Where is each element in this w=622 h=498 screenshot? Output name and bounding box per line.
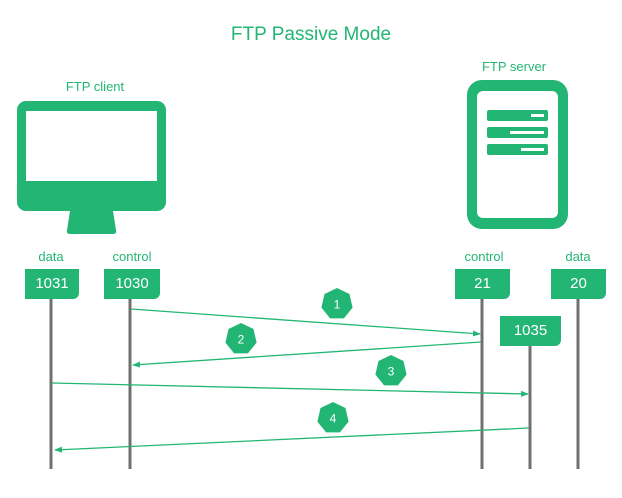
step-badge-2: 2 — [225, 323, 257, 354]
step-4-arrow — [54, 427, 530, 453]
client-label: FTP client — [65, 79, 125, 94]
server-data-role-label: data — [565, 249, 591, 264]
server-control-role-label: control — [464, 249, 504, 264]
client-control-port: 1030 — [104, 269, 160, 299]
server-dynamic-port: 1035 — [500, 316, 561, 346]
server-control-port: 21 — [455, 269, 510, 299]
step-number-4: 4 — [330, 412, 337, 426]
client-data-role-label: data — [38, 249, 64, 264]
step-badge-3: 3 — [375, 355, 407, 386]
step-number-3: 3 — [388, 365, 395, 379]
step-badge-4: 4 — [317, 402, 349, 433]
step-3-arrow — [51, 382, 529, 397]
client-control-role-label: control — [112, 249, 152, 264]
server-label: FTP server — [481, 59, 547, 74]
server-icon — [467, 80, 568, 229]
monitor-icon — [17, 101, 166, 234]
step-number-2: 2 — [238, 333, 245, 347]
step-1-arrow — [130, 308, 481, 337]
client-data-port: 1031 — [25, 269, 79, 299]
diagram-title: FTP Passive Mode — [230, 24, 392, 45]
server-data-port: 20 — [551, 269, 606, 299]
step-badge-1: 1 — [321, 288, 353, 319]
step-number-1: 1 — [334, 298, 341, 312]
step-2-arrow — [132, 341, 482, 368]
